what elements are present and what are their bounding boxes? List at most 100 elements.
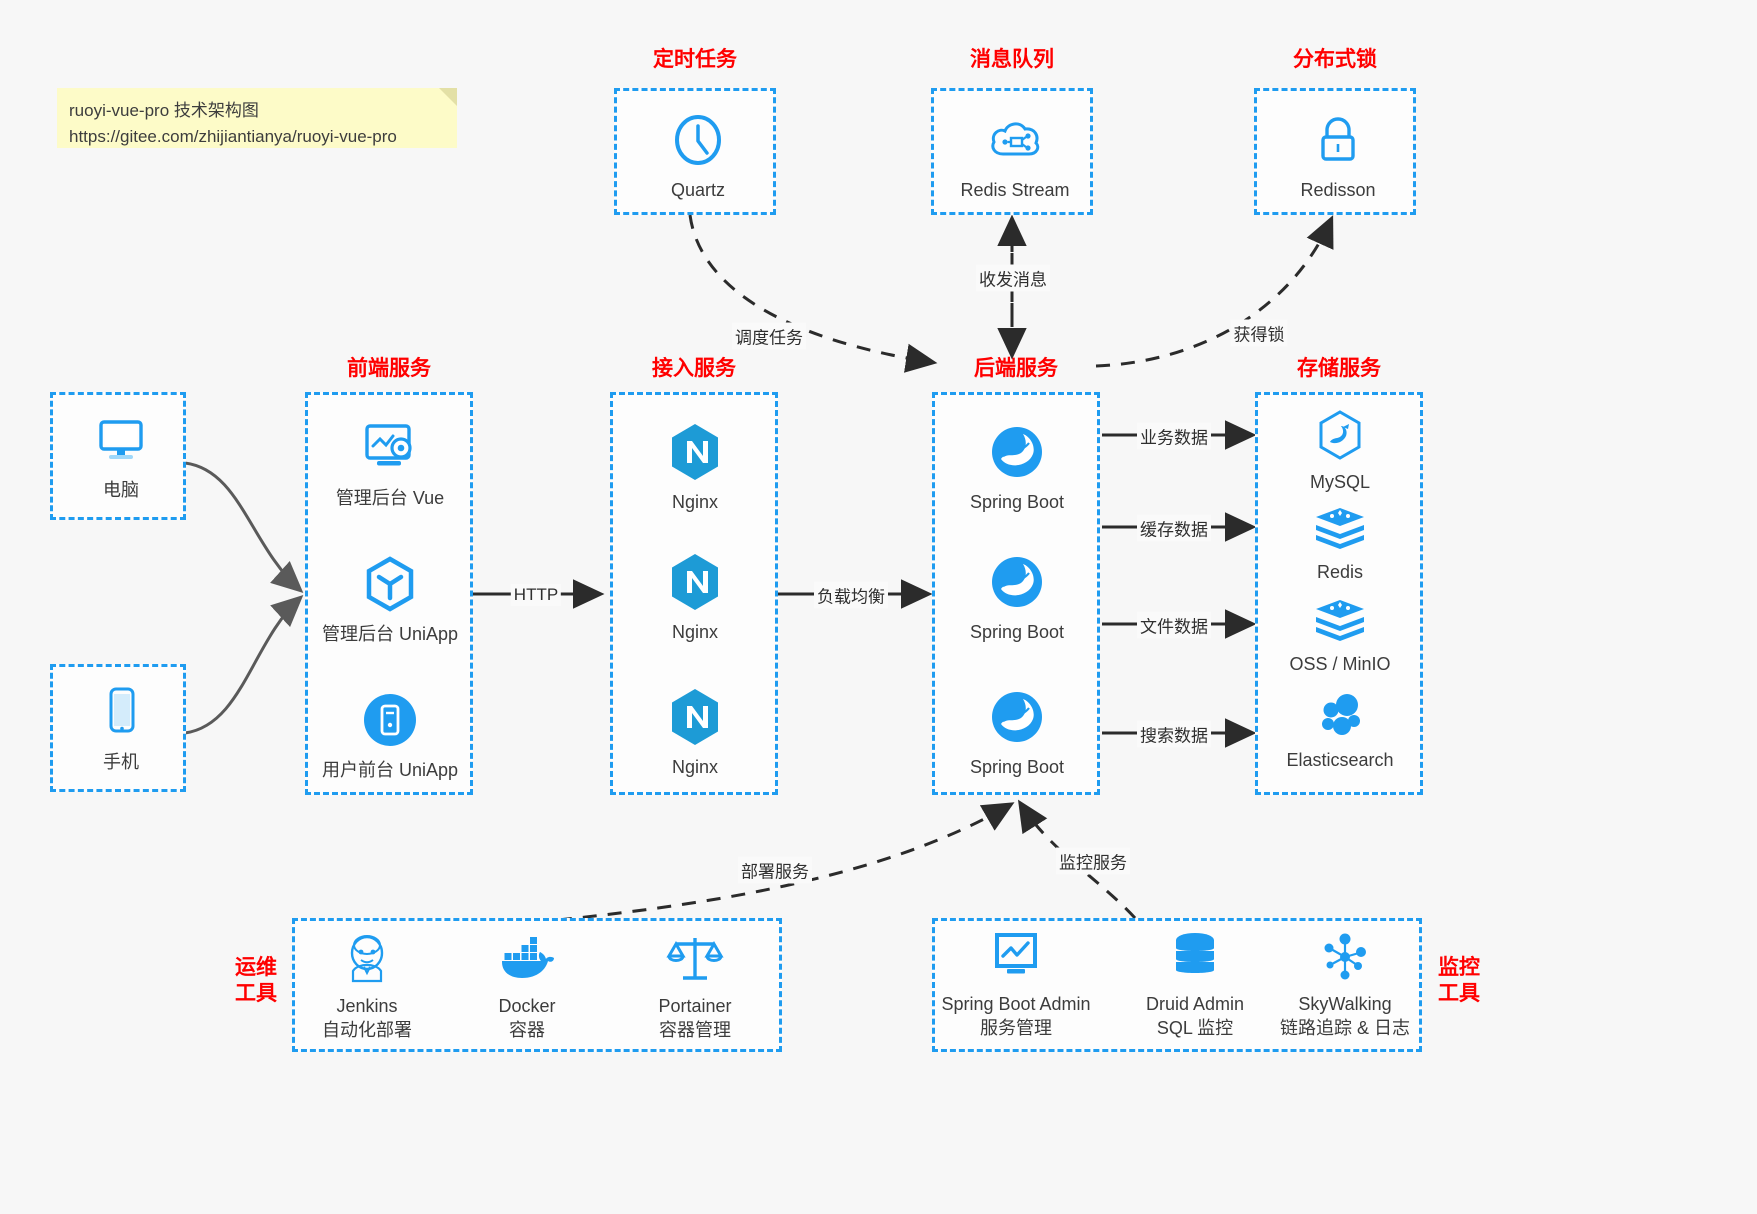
node-spring-boot-1[interactable]: Spring Boot [937, 421, 1097, 514]
edge-label-business-data: 业务数据 [1137, 422, 1211, 450]
node-admin-vue[interactable]: 管理后台 Vue [310, 417, 470, 510]
group-storage: MySQL Redis [1255, 392, 1423, 795]
node-spring-boot-2[interactable]: Spring Boot [937, 551, 1097, 644]
node-label: Druid Admin [1145, 994, 1245, 1014]
node-spring-boot-3[interactable]: Spring Boot [937, 686, 1097, 779]
spring-boot-admin-icon [931, 929, 1101, 985]
node-label: Jenkins [336, 996, 398, 1016]
node-label: Spring Boot [969, 492, 1065, 512]
node-desktop[interactable]: 电脑 [41, 409, 201, 502]
skywalking-icon [1260, 929, 1430, 985]
edge-label-schedule-task: 调度任务 [732, 322, 806, 350]
edge-label-file-data: 文件数据 [1137, 611, 1211, 639]
node-druid-admin[interactable]: Druid Admin SQL 监控 [1120, 929, 1270, 1041]
node-label: Portainer [658, 996, 732, 1016]
druid-db-icon [1120, 929, 1270, 985]
group-title-frontend: 前端服务 [347, 357, 431, 380]
node-nginx-3[interactable]: Nginx [615, 686, 775, 779]
phone-icon [41, 681, 201, 743]
node-quartz[interactable]: Quartz [618, 109, 778, 202]
node-label: OSS / MinIO [1289, 654, 1391, 674]
note-url: https://gitee.com/zhijiantianya/ruoyi-vu… [69, 127, 397, 147]
node-nginx-2[interactable]: Nginx [615, 551, 775, 644]
node-sublabel: 链路追踪 & 日志 [1279, 1018, 1410, 1039]
edge-label-http: HTTP [510, 584, 562, 606]
clock-icon [618, 109, 778, 171]
oss-icon [1260, 595, 1420, 645]
node-label: 手机 [103, 752, 139, 772]
group-title-scheduler: 定时任务 [653, 48, 737, 71]
node-elasticsearch[interactable]: Elasticsearch [1260, 689, 1420, 772]
group-monitor: Spring Boot Admin 服务管理 Druid Admin SQL 监… [932, 918, 1422, 1052]
node-label: Redis [1316, 562, 1364, 582]
node-spring-boot-admin[interactable]: Spring Boot Admin 服务管理 [931, 929, 1101, 1041]
node-nginx-1[interactable]: Nginx [615, 421, 775, 514]
mobile-app-icon [310, 689, 470, 751]
group-client-phone: 手机 [50, 664, 186, 792]
group-lock: Redisson [1254, 88, 1416, 215]
edge-label-monitor-service: 监控服务 [1056, 847, 1130, 875]
mysql-icon [1260, 409, 1420, 463]
group-title-storage: 存储服务 [1297, 357, 1381, 380]
node-label: 用户前台 UniApp [321, 760, 459, 780]
edge-label-acquire-lock: 获得锁 [1230, 319, 1288, 347]
edge-label-send-receive-message: 收发消息 [976, 264, 1050, 292]
node-label: Elasticsearch [1286, 750, 1394, 770]
node-label: Nginx [671, 492, 719, 512]
node-mysql[interactable]: MySQL [1260, 409, 1420, 494]
node-label: Quartz [670, 180, 726, 200]
node-label: Redisson [1300, 180, 1376, 200]
node-label: Redis Stream [960, 180, 1070, 200]
node-sublabel: 自动化部署 [322, 1020, 412, 1041]
node-label: Spring Boot [969, 757, 1065, 777]
group-title-devops-line2: 工具 [235, 982, 277, 1006]
group-backend: Spring Boot Spring Boot Spring Boot [932, 392, 1100, 795]
node-jenkins[interactable]: Jenkins 自动化部署 [287, 931, 447, 1043]
node-redisson[interactable]: Redisson [1258, 109, 1418, 202]
dashboard-gear-icon [310, 417, 470, 479]
group-scheduler: Quartz [614, 88, 776, 215]
node-label: MySQL [1309, 472, 1370, 492]
edge-label-loadbalance: 负载均衡 [814, 581, 888, 609]
redis-icon [1260, 503, 1420, 553]
node-skywalking[interactable]: SkyWalking 链路追踪 & 日志 [1260, 929, 1430, 1041]
edge-label-deploy-service: 部署服务 [738, 856, 812, 884]
edge-phone-to-frontend [184, 594, 304, 735]
spring-boot-icon [937, 551, 1097, 613]
edge-desktop-to-frontend [184, 461, 304, 594]
group-frontend: 管理后台 Vue 管理后台 UniApp 用户前台 UniApp [305, 392, 473, 795]
group-title-devops-line1: 运维 [235, 956, 277, 979]
desktop-icon [41, 409, 201, 471]
group-mq: Redis Stream [931, 88, 1093, 215]
group-title-lock: 分布式锁 [1293, 48, 1377, 71]
group-title-monitor-line2: 工具 [1438, 982, 1480, 1006]
node-label: 管理后台 Vue [335, 488, 445, 508]
cloud-stream-icon [935, 109, 1095, 171]
node-oss-minio[interactable]: OSS / MinIO [1260, 595, 1420, 676]
node-admin-uniapp[interactable]: 管理后台 UniApp [310, 553, 470, 646]
nginx-icon [615, 421, 775, 483]
node-redis[interactable]: Redis [1260, 503, 1420, 584]
group-devops: Jenkins 自动化部署 Docker [292, 918, 782, 1052]
node-label: Nginx [671, 622, 719, 642]
node-label: Docker [498, 996, 556, 1016]
edge-label-cache-data: 缓存数据 [1137, 514, 1211, 542]
edge-backend-to-lock [1095, 215, 1334, 368]
group-client-desktop: 电脑 [50, 392, 186, 520]
node-phone[interactable]: 手机 [41, 681, 201, 774]
node-user-uniapp[interactable]: 用户前台 UniApp [310, 689, 470, 782]
node-redis-stream[interactable]: Redis Stream [935, 109, 1095, 202]
group-title-mq: 消息队列 [970, 48, 1054, 71]
lock-icon [1258, 109, 1418, 171]
group-title-backend: 后端服务 [974, 357, 1058, 380]
node-label: 管理后台 UniApp [321, 624, 459, 644]
node-label: Spring Boot Admin [941, 994, 1091, 1014]
diagram-note: ruoyi-vue-pro 技术架构图 https://gitee.com/zh… [57, 88, 457, 148]
node-label: SkyWalking [1298, 994, 1392, 1014]
node-portainer[interactable]: Portainer 容器管理 [615, 931, 775, 1043]
node-docker[interactable]: Docker 容器 [447, 931, 607, 1043]
group-title-monitor-line1: 监控 [1438, 956, 1480, 979]
uniapp-cube-icon [310, 553, 470, 615]
node-sublabel: 容器管理 [659, 1020, 731, 1041]
